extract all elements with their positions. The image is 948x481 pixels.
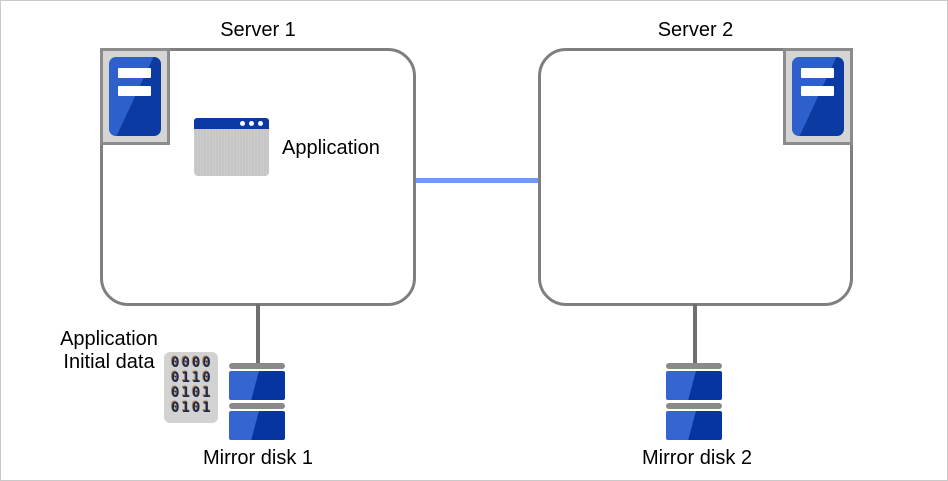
server-drive-bay [801, 68, 834, 78]
window-dot-icon [240, 121, 245, 126]
disk-platter-bar [666, 363, 722, 369]
window-titlebar [194, 118, 269, 129]
application-window-icon [194, 118, 269, 176]
server-drive-bay [118, 86, 151, 96]
disk1-connector-line [256, 304, 260, 364]
binary-data-icon: 0000 0110 0101 0101 [164, 352, 218, 423]
disk-body [666, 371, 722, 400]
server-drive-bay [801, 86, 834, 96]
binary-row: 0101 [171, 385, 213, 401]
binary-row: 0101 [171, 400, 213, 416]
disk-body [229, 411, 285, 440]
binary-row: 0110 [171, 370, 213, 386]
disk-body [229, 371, 285, 400]
mirror-disk1-icon [229, 363, 285, 443]
window-dot-icon [249, 121, 254, 126]
application-label: Application [282, 137, 380, 159]
server2-title: Server 2 [657, 19, 734, 41]
server-tower-icon [109, 57, 161, 136]
initial-data-line2: Initial data [63, 351, 155, 373]
window-body [194, 129, 269, 176]
server-tower-icon [792, 57, 844, 136]
mirror-disk2-icon [666, 363, 722, 443]
server1-icon-panel [100, 48, 170, 145]
binary-row: 0000 [171, 355, 213, 371]
initial-data-label: Application Initial data [39, 328, 179, 374]
mirror-disk2-label: Mirror disk 2 [641, 447, 752, 469]
disk-platter-bar [229, 403, 285, 409]
disk-platter-bar [666, 403, 722, 409]
server1-title: Server 1 [220, 19, 296, 41]
disk-body [666, 411, 722, 440]
mirror-disk1-label: Mirror disk 1 [202, 447, 313, 469]
server2-icon-panel [783, 48, 853, 145]
server-drive-bay [118, 68, 151, 78]
disk-platter-bar [229, 363, 285, 369]
disk2-connector-line [693, 304, 697, 364]
network-link-line [416, 178, 538, 183]
initial-data-line1: Application [60, 328, 158, 350]
window-dot-icon [258, 121, 263, 126]
